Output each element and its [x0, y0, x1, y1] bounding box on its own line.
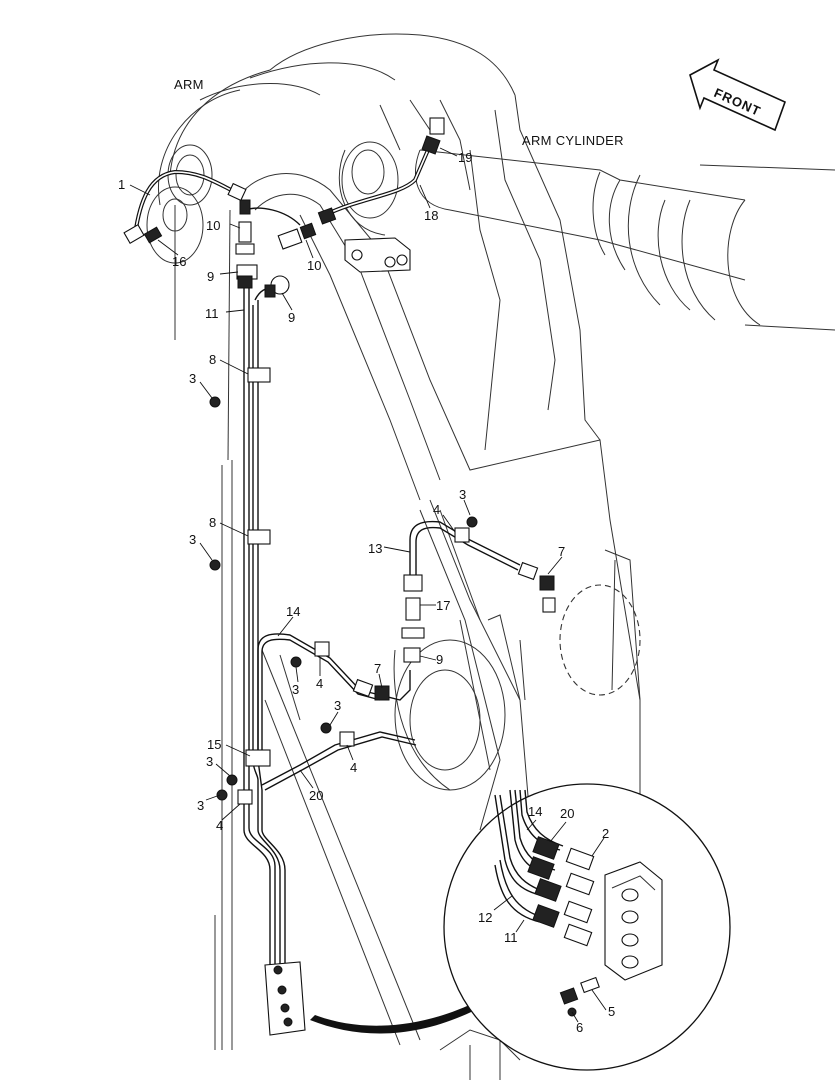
callout-3: 3: [334, 698, 341, 713]
callout-4: 4: [433, 502, 440, 517]
callout-19: 19: [458, 150, 472, 165]
detail-callout: [310, 783, 731, 1071]
arm-structure: [158, 33, 641, 1080]
callout-4: 4: [216, 818, 223, 833]
callout-15: 15: [207, 737, 221, 752]
callout-3: 3: [189, 532, 196, 547]
arm-cylinder: [379, 99, 835, 331]
callout-20: 20: [560, 806, 574, 821]
callout-5: 5: [608, 1004, 615, 1019]
pin-bosses: [146, 141, 641, 791]
callout-9: 9: [207, 269, 214, 284]
callout-7: 7: [558, 544, 565, 559]
callout-4: 4: [350, 760, 357, 775]
callout-6: 6: [576, 1020, 583, 1035]
callout-8: 8: [209, 352, 216, 367]
callout-9: 9: [288, 310, 295, 325]
callout-10: 10: [307, 258, 321, 273]
fittings: [123, 117, 556, 1036]
callout-4: 4: [316, 676, 323, 691]
callout-14: 14: [528, 804, 542, 819]
callout-13: 13: [368, 541, 382, 556]
callout-17: 17: [436, 598, 450, 613]
text-labels: ARM ARM CYLINDER 1 10 16 9 11 9 10 19 18…: [118, 77, 624, 1035]
callout-2: 2: [602, 826, 609, 841]
callout-7: 7: [374, 661, 381, 676]
callout-3: 3: [459, 487, 466, 502]
arm-cylinder-label: ARM CYLINDER: [522, 133, 624, 148]
callout-9: 9: [436, 652, 443, 667]
callout-14: 14: [286, 604, 300, 619]
callout-10: 10: [206, 218, 220, 233]
callout-3: 3: [197, 798, 204, 813]
callout-11: 11: [205, 306, 219, 321]
leader-lines: [129, 147, 607, 1023]
callout-3: 3: [206, 754, 213, 769]
callout-3: 3: [189, 371, 196, 386]
callout-3: 3: [292, 682, 299, 697]
callout-20: 20: [309, 788, 323, 803]
callout-11: 11: [504, 930, 518, 945]
callout-16: 16: [172, 254, 186, 269]
callout-8: 8: [209, 515, 216, 530]
callout-1: 1: [118, 177, 125, 192]
callout-18: 18: [424, 208, 438, 223]
front-arrow: FRONT: [689, 58, 787, 132]
arm-label: ARM: [174, 77, 204, 92]
callout-12: 12: [478, 910, 492, 925]
